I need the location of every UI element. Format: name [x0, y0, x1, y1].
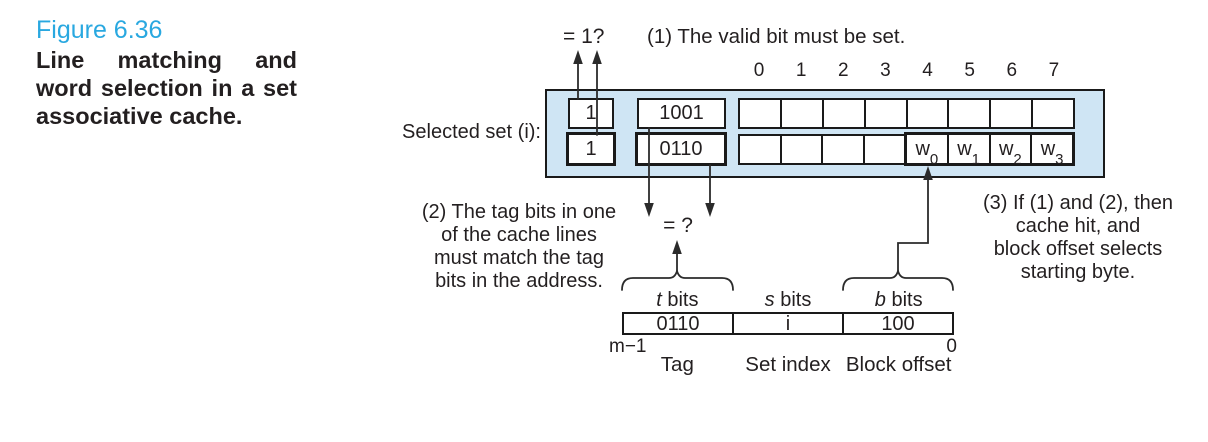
- step1-note: (1) The valid bit must be set.: [647, 25, 906, 48]
- line2-byte-cell: [823, 136, 865, 163]
- byte-index-1: 1: [795, 60, 807, 81]
- line1-byte-cell: [907, 100, 950, 127]
- line2-valid-bit: 1: [566, 132, 616, 166]
- valid1-arrowhead: [573, 50, 583, 64]
- line2-tag: 0110: [635, 132, 727, 166]
- word-label: w0: [915, 137, 939, 168]
- word-label: w2: [998, 137, 1022, 168]
- byte-index-header-row: 0 1 2 3 4 5 6 7: [738, 60, 1075, 82]
- byte-index-4: 4: [922, 60, 933, 81]
- line1-byte-cell: [740, 100, 782, 127]
- line2-byte-cell: [740, 136, 782, 163]
- s-bits-label: s bits: [764, 289, 812, 311]
- step2-note: (2) The tag bits in one of the cache lin…: [421, 201, 617, 292]
- figure-title-line3: associative cache.: [36, 103, 243, 129]
- bbits-elbow-line: [897, 178, 929, 272]
- step3-note: (3) If (1) and (2), then cache hit, and …: [982, 192, 1174, 283]
- bit-range-labels: m−1 0: [609, 336, 957, 358]
- line1-byte-cell: [865, 100, 908, 127]
- address-tag-field: 0110: [624, 314, 734, 334]
- byte-index-6: 6: [1006, 60, 1018, 81]
- t-bits-label: t bits: [656, 289, 699, 311]
- valid2-arrowhead: [592, 50, 602, 64]
- selected-set-label: Selected set (i):: [402, 121, 541, 143]
- b-bits-label: b bits: [874, 289, 923, 311]
- set-index-field-name: Set index: [745, 353, 831, 376]
- figure-title: Line matching and word selection in a se…: [36, 46, 297, 130]
- figure-title-line2: word selection in a set: [36, 75, 297, 101]
- tag-field-name: Tag: [660, 353, 694, 376]
- byte-index-2: 2: [838, 60, 849, 81]
- line1-byte-cell: [991, 100, 1034, 127]
- b-bits-brace: [842, 267, 954, 291]
- line2-word-cells: w0 w1 w2 w3: [904, 132, 1075, 168]
- line2-byte-cell: [781, 136, 823, 163]
- word-cell-w3: w3: [1032, 135, 1072, 168]
- figure-title-line1: Line matching and: [36, 47, 297, 73]
- word-cell-w0: w0: [907, 135, 949, 168]
- tbits-arrowhead: [672, 240, 682, 254]
- block-offset-field-name: Block offset: [845, 353, 952, 376]
- tag2-arrowhead: [705, 203, 715, 217]
- low-bit-label: 0: [946, 336, 957, 357]
- line2-empty-cells: [738, 134, 906, 165]
- line2-byte-cell: [864, 136, 904, 163]
- valid-check-label: = 1?: [563, 25, 605, 48]
- byte-index-3: 3: [880, 60, 891, 81]
- tag-check-label: = ?: [663, 214, 693, 237]
- byte-index-7: 7: [1048, 60, 1060, 81]
- word-cell-w1: w1: [948, 135, 991, 168]
- line1-byte-cell: [823, 100, 866, 127]
- address-block-offset-field: 100: [881, 312, 915, 335]
- line1-byte-cell: [781, 100, 824, 127]
- line1-block-cells: [738, 98, 1075, 129]
- word-label: w3: [1040, 137, 1064, 168]
- address-set-index-field: i: [734, 314, 844, 334]
- word-label: w1: [957, 137, 981, 168]
- address-word: 0110 i 100: [622, 312, 954, 335]
- line1-valid-bit: 1: [568, 98, 614, 129]
- word-cell-w2: w2: [990, 135, 1033, 168]
- bit-field-labels: t bits s bits b bits: [622, 289, 954, 312]
- address-field-names: Tag Set index Block offset: [622, 353, 954, 377]
- figure-number: Figure 6.36: [36, 16, 163, 44]
- line1-tag: 1001: [637, 98, 726, 129]
- line1-byte-cell: [949, 100, 992, 127]
- byte-index-5: 5: [964, 60, 975, 81]
- byte-index-0: 0: [753, 60, 765, 81]
- line1-byte-cell: [1033, 100, 1073, 127]
- high-bit-label: m−1: [609, 336, 647, 357]
